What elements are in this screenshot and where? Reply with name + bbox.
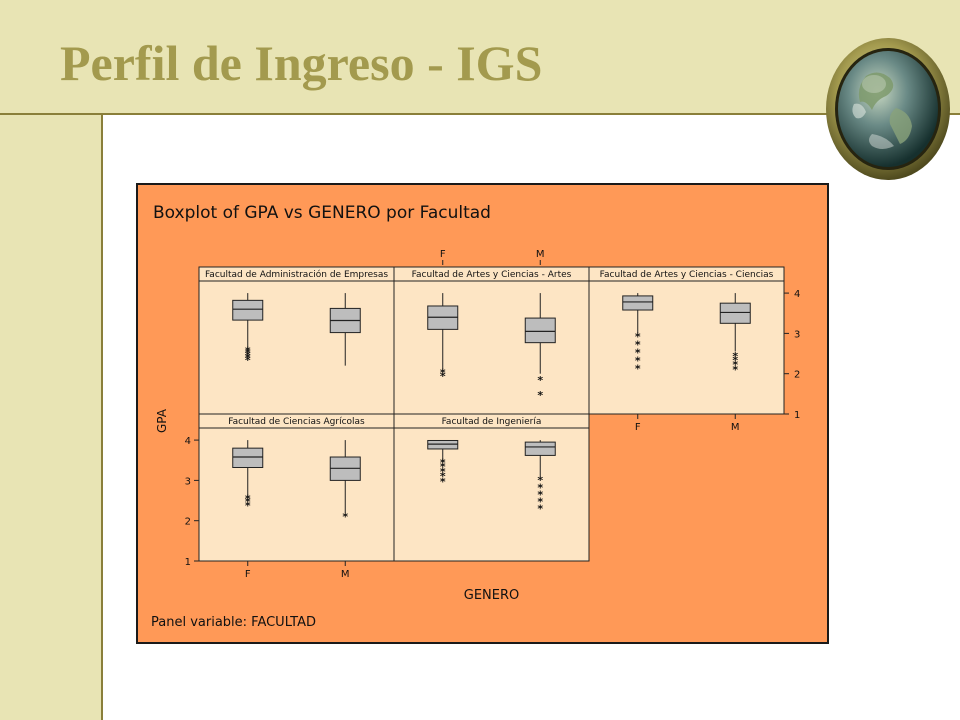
box-iqr: [427, 439, 459, 450]
x-tick-label: F: [440, 249, 446, 260]
box-outlier: *: [440, 475, 446, 488]
x-tick-label: F: [245, 569, 251, 580]
panel-label: Facultad de Artes y Ciencias - Artes: [412, 270, 572, 280]
box-iqr: [622, 295, 654, 311]
box-outlier: *: [732, 363, 738, 376]
box-outlier: *: [732, 350, 738, 363]
box-outlier: *: [537, 502, 543, 515]
x-tick-label: M: [341, 569, 350, 580]
box-outlier: *: [635, 330, 641, 343]
x-tick-label: M: [731, 422, 740, 433]
y-tick-label: 4: [185, 436, 191, 447]
box-outlier: *: [440, 465, 446, 478]
box-outlier: *: [440, 456, 446, 469]
box-outlier: *: [440, 370, 446, 383]
slide-title: Perfil de Ingreso - IGS: [60, 35, 543, 91]
box-outlier: *: [342, 510, 348, 523]
box-outlier: *: [245, 354, 251, 367]
panel-background: [198, 413, 395, 562]
header-band: [0, 0, 960, 114]
side-rule: [101, 113, 103, 720]
box-outlier: *: [635, 355, 641, 368]
panel-background: [198, 266, 395, 415]
box-outlier: *: [635, 347, 641, 360]
box-outlier: *: [537, 481, 543, 494]
box-iqr: [524, 317, 556, 344]
box-outlier: *: [635, 338, 641, 351]
box-outlier: *: [537, 374, 543, 387]
box-outlier: *: [440, 367, 446, 380]
globe-icon: [826, 38, 950, 180]
box-outlier: *: [245, 345, 251, 358]
chart-frame: Facultad de Administración de Empresas**…: [136, 183, 829, 644]
box-outlier: *: [245, 347, 251, 360]
box-outlier: *: [245, 493, 251, 506]
box-outlier: *: [537, 474, 543, 487]
boxplot-chart: Facultad de Administración de Empresas**…: [155, 249, 800, 603]
x-tick-label: F: [635, 422, 641, 433]
panel-variable-note: Panel variable: FACULTAD: [151, 615, 316, 630]
box-iqr: [719, 302, 751, 324]
y-tick-label: 1: [185, 557, 191, 568]
box-outlier: *: [440, 460, 446, 473]
panel-background: [588, 266, 785, 415]
panel-label: Facultad de Ciencias Agrícolas: [228, 417, 365, 427]
header-rule: [0, 113, 960, 115]
y-tick-label: 2: [185, 517, 191, 528]
y-tick-label: 3: [794, 329, 800, 340]
panel-background: [393, 266, 590, 415]
y-tick-label: 1: [794, 410, 800, 421]
panel-background: [393, 413, 590, 562]
box-outlier: *: [732, 354, 738, 367]
box-outlier: *: [245, 496, 251, 509]
box-outlier: *: [537, 389, 543, 402]
box-outlier: *: [537, 489, 543, 502]
box-outlier: *: [635, 363, 641, 376]
x-tick-label: M: [536, 249, 545, 260]
chart-title: Boxplot of GPA vs GENERO por Facultad: [153, 203, 491, 223]
panel-label: Facultad de Administración de Empresas: [205, 269, 388, 280]
panel-label: Facultad de Artes y Ciencias - Ciencias: [600, 270, 774, 280]
box-outlier: *: [732, 359, 738, 372]
box-outlier: *: [245, 349, 251, 362]
box-iqr: [232, 299, 264, 321]
y-tick-label: 4: [794, 289, 800, 300]
y-axis-title: GPA: [155, 408, 169, 433]
x-axis-title: GENERO: [464, 588, 520, 603]
left-band: [0, 0, 102, 720]
box-outlier: *: [440, 470, 446, 483]
y-tick-label: 2: [794, 370, 800, 381]
box-outlier: *: [537, 496, 543, 509]
box-iqr: [232, 447, 264, 468]
panel-label: Facultad de Ingeniería: [442, 417, 542, 427]
box-outlier: *: [245, 500, 251, 513]
y-tick-label: 3: [185, 476, 191, 487]
box-outlier: *: [245, 351, 251, 364]
box-iqr: [524, 441, 556, 456]
